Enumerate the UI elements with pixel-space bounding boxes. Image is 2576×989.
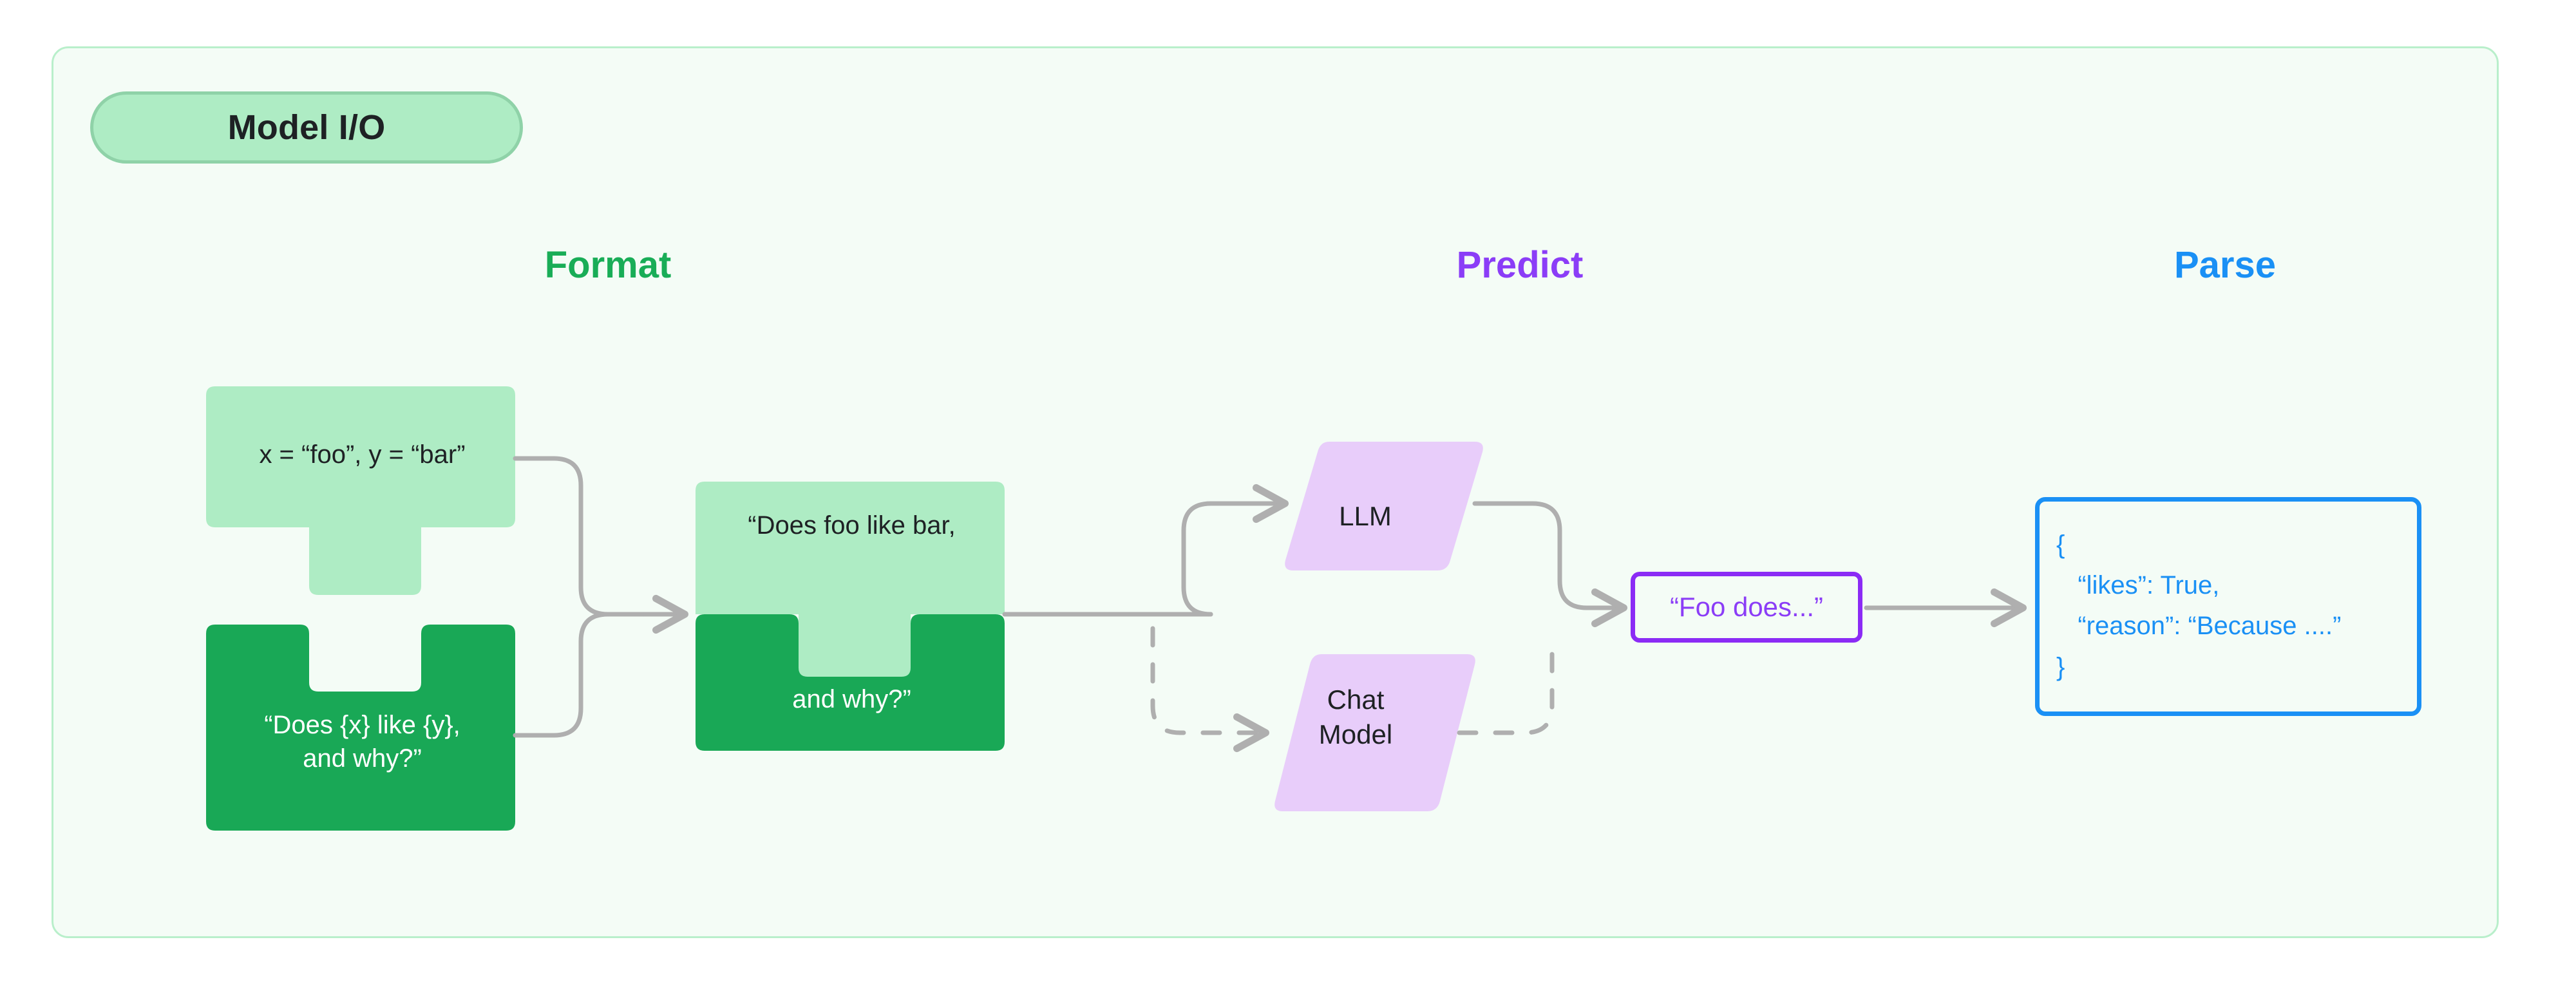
- json-line: “likes”: True,: [2056, 571, 2220, 600]
- section-badge-model-io: Model I/O: [90, 91, 523, 164]
- json-line: {: [2056, 531, 2065, 559]
- column-heading-format: Format: [544, 244, 672, 286]
- column-heading-parse: Parse: [2174, 244, 2277, 286]
- shape-chat-model-parallelogram: [1274, 654, 1475, 811]
- connector-lines: [513, 456, 1289, 738]
- puzzle-piece-template: [206, 625, 515, 831]
- connector-chat-to-response-dashed: [1457, 641, 1555, 735]
- json-line: }: [2056, 652, 2065, 681]
- parsed-output-box: { “likes”: True, “reason”: “Because ....…: [2035, 497, 2421, 716]
- model-response-box: “Foo does...”: [1631, 572, 1862, 643]
- puzzle-piece-variables: [206, 386, 515, 595]
- json-line: “reason”: “Because ....”: [2056, 612, 2342, 641]
- connector-lines-dashed: [1150, 626, 1270, 753]
- connector-predict-to-response: [1472, 501, 1628, 628]
- shape-llm-parallelogram: [1285, 442, 1483, 570]
- puzzle-piece-merged: [696, 482, 1005, 751]
- column-heading-predict: Predict: [1456, 244, 1584, 286]
